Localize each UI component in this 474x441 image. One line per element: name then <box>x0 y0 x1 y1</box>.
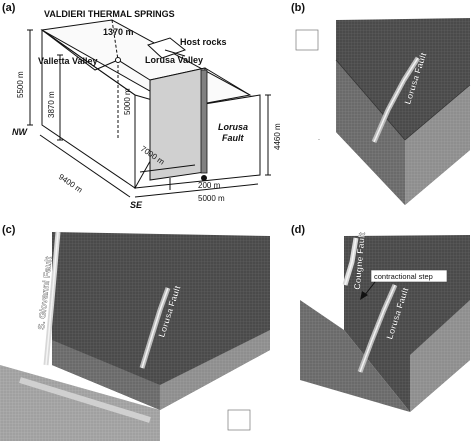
mesh-right-face-d <box>410 300 470 412</box>
nw-label: NW <box>12 127 28 137</box>
panel-b-label: (b) <box>291 2 306 14</box>
dim-9400: 9400 m <box>57 172 84 195</box>
lorusa-valley-label: Lorusa Valley <box>145 55 203 65</box>
dim-3870: 3870 m <box>47 91 56 118</box>
elevation-label: 1370 m <box>103 27 134 37</box>
dim-5000-v: 5000 m <box>123 88 132 115</box>
svg-text:–: – <box>318 137 320 141</box>
panel-d-mesh <box>300 235 470 412</box>
lorusa-fault-label-a2: Fault <box>222 133 245 143</box>
tick-labels-b: – <box>318 137 320 141</box>
dim-5000-h: 5000 m <box>198 194 225 203</box>
valley-profile <box>41 29 251 96</box>
inset-axes-c <box>227 409 251 431</box>
host-rocks-label: Host rocks <box>180 37 227 47</box>
panel-c-mesh <box>0 231 270 441</box>
mesh-side-face <box>336 60 405 205</box>
contractional-step-box <box>370 269 448 283</box>
mesh-side-face-d <box>300 300 410 412</box>
dim-4460: 4460 m <box>273 123 282 150</box>
fault-marker <box>201 175 207 181</box>
diagonal-band-c <box>19 377 151 423</box>
panel-b-mesh: – <box>295 18 471 205</box>
panel-a-block <box>27 19 271 198</box>
lorusa-fault-label-a1: Lorusa <box>218 122 248 132</box>
panel-c-label: (c) <box>2 224 16 236</box>
title-valdieri: VALDIERI THERMAL SPRINGS <box>44 9 175 19</box>
dim-5500: 5500 m <box>16 71 25 98</box>
mesh-right-face-c <box>160 330 270 410</box>
contractional-step-label: contractional step <box>374 272 433 281</box>
mesh-lower-face-c <box>52 340 160 410</box>
inset-axes-b <box>295 29 319 51</box>
valletta-label: Valletta Valley <box>38 56 98 66</box>
se-label: SE <box>130 200 143 210</box>
dim-200: 200 m <box>198 181 221 190</box>
panel-a-label: (a) <box>2 2 16 14</box>
lorusa-fault-zone <box>200 69 208 174</box>
mesh-right-face <box>405 85 470 205</box>
panel-d-label: (d) <box>291 224 306 236</box>
